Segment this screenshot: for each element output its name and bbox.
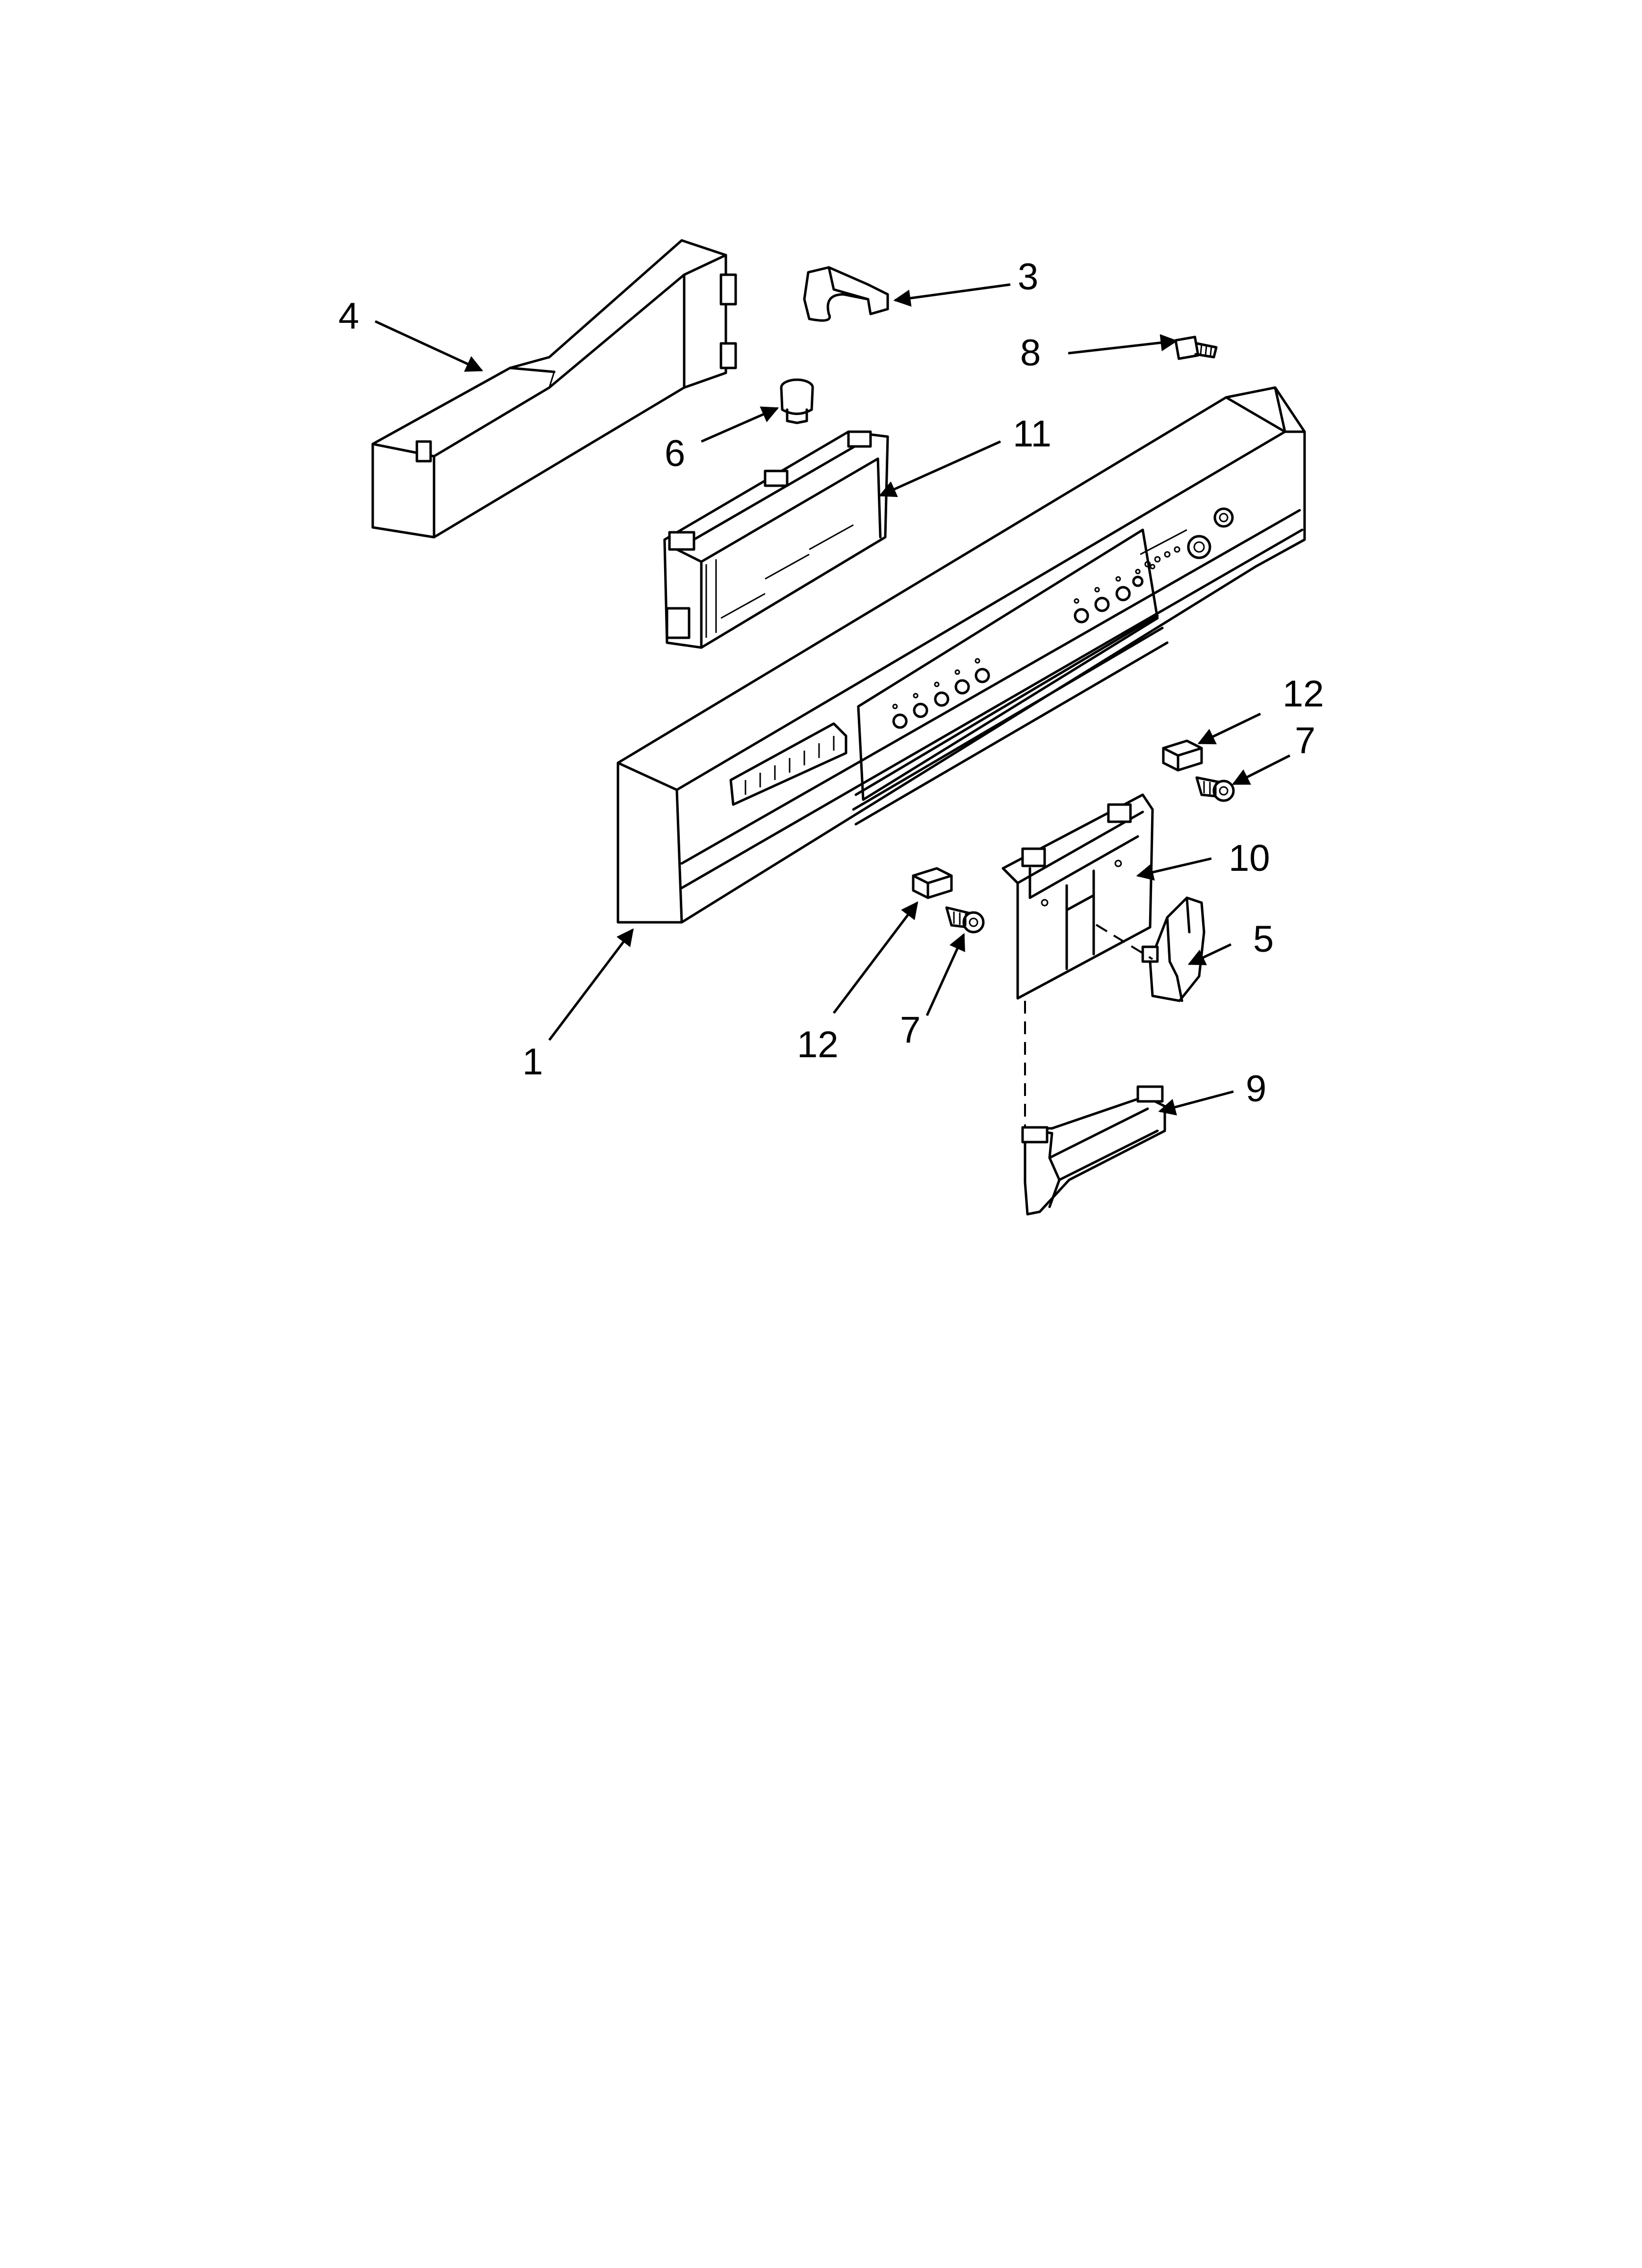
callout-7-upper: 7 [1295,720,1315,761]
callout-12-lower: 12 [797,1024,839,1066]
leader-11 [878,440,1001,497]
alignment-line-hinge [1095,924,1154,960]
callout-3: 3 [1018,256,1038,298]
part-7-screw-upper [1195,776,1235,802]
callout-10: 10 [1229,837,1270,879]
callout-8: 8 [1020,332,1041,374]
leader-1 [548,928,634,1041]
part-10-bracket [1001,793,1154,1000]
part-11-control-board [663,430,889,649]
leader-10 [1136,857,1212,881]
part-1-console-panel [616,386,1306,924]
callout-5: 5 [1253,918,1274,960]
part-5-hinge [1141,896,1206,1002]
leader-6 [700,406,779,443]
part-7-screw-lower [945,906,985,934]
callout-1: 1 [522,1041,543,1083]
callout-9: 9 [1246,1068,1266,1110]
callout-12-upper: 12 [1283,673,1324,715]
callout-11: 11 [1013,413,1052,455]
part-12-clip-upper [1162,739,1203,772]
part-9-lower-bracket [1021,1085,1166,1216]
leader-9 [1158,1090,1234,1116]
leader-7-lower [925,933,965,1017]
leader-5 [1187,943,1232,965]
callout-7-lower: 7 [900,1009,921,1051]
part-6-cap [780,378,814,424]
part-8-screw [1174,336,1218,360]
leader-3 [893,283,1011,307]
part-4-cover [371,239,737,539]
leader-4 [374,320,484,372]
leader-12-lower [833,901,919,1014]
part-12-clip-lower [912,867,953,899]
callout-4: 4 [338,295,359,337]
leader-8 [1068,334,1178,355]
callout-6: 6 [665,433,685,474]
leader-7-upper [1232,754,1291,785]
part-3-clip [803,266,889,322]
leader-12-upper [1197,712,1261,745]
